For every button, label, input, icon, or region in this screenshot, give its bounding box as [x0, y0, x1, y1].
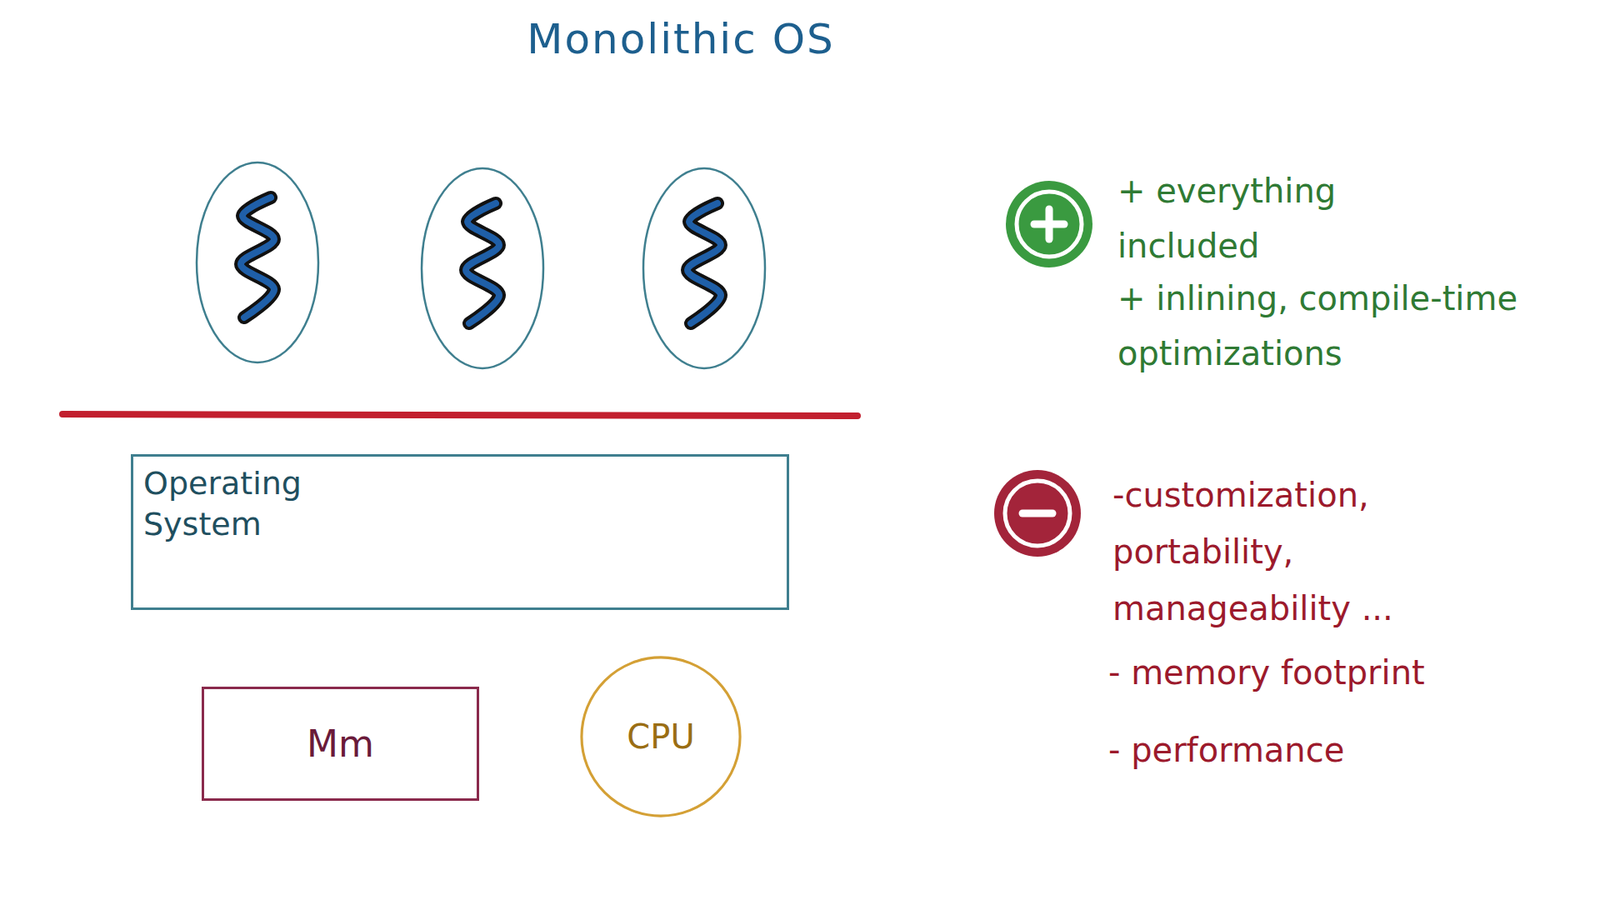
thread-squiggle [687, 203, 721, 324]
title: Monolithic OS [0, 15, 1362, 64]
thread-squiggle [465, 203, 500, 324]
node-label: Operating System [143, 463, 302, 546]
pro-note: + everything included [1117, 163, 1435, 274]
plus-icon [1005, 180, 1093, 268]
con-note: -customization, portability, manageabili… [1112, 466, 1505, 637]
con-note: - performance [1108, 723, 1575, 777]
kernel-boundary-line [62, 414, 858, 416]
process-ellipse [196, 162, 319, 363]
node-label: Mm [306, 720, 375, 768]
pro-note: + inlining, compile-time optimizations [1117, 270, 1568, 381]
thread-squiggle-outline [465, 203, 500, 324]
os-box: Operating System [130, 454, 790, 610]
thread-squiggle-outline [240, 197, 275, 318]
node-label: CPU [626, 715, 695, 759]
cpu-circle-outline [581, 657, 740, 816]
cpu-circle: CPU [579, 655, 743, 819]
con-note: - memory footprint [1108, 645, 1575, 700]
memory-box: Mm [201, 686, 480, 801]
minus-icon [994, 470, 1081, 557]
thread-squiggle-outline [687, 203, 721, 324]
process-ellipse [643, 168, 765, 369]
process-ellipse [421, 168, 544, 369]
thread-squiggle [240, 197, 275, 318]
